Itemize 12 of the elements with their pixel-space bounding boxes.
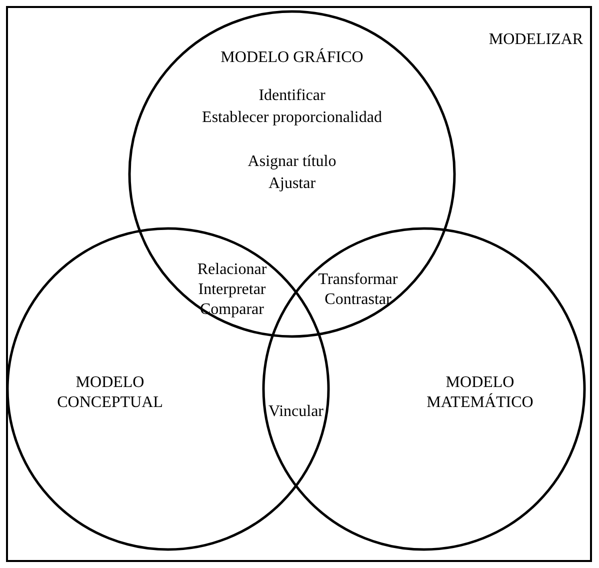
set-item: Establecer proporcionalidad	[202, 108, 382, 128]
frame-label: MODELIZAR	[488, 30, 584, 50]
set-item: Identificar	[258, 86, 326, 106]
overlap-label: Transformar Contrastar	[317, 270, 399, 310]
overlap-label: Vincular	[267, 402, 324, 422]
set-heading: MODELO GRÁFICO	[220, 48, 364, 68]
frame-box	[6, 6, 592, 562]
set-item: Asignar título	[248, 152, 336, 172]
overlap-label: Relacionar Interpretar Comparar	[196, 260, 268, 320]
set-heading: MODELO CONCEPTUAL	[56, 373, 164, 413]
set-item: Ajustar	[268, 174, 316, 194]
set-heading: MODELO MATEMÁTICO	[426, 373, 534, 413]
